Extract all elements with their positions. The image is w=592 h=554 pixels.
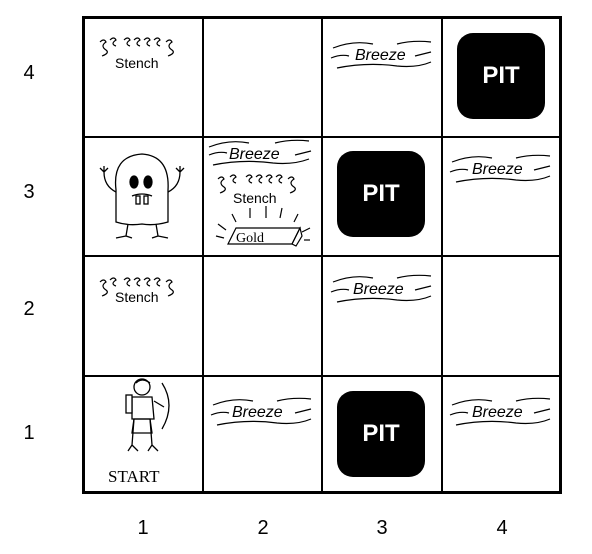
pit-4-4: PIT [457,33,545,119]
cell-1-2[interactable] [84,256,202,375]
gold-bar-icon [215,206,311,247]
agent-archer-icon [125,378,170,452]
grid-line [82,375,562,377]
col-label-3: 3 [376,517,388,539]
breeze-lines-icon [449,154,551,183]
breeze-lines-icon [330,274,432,303]
breeze-lines-icon [330,40,432,69]
grid-line [82,255,562,257]
cell-2-4[interactable] [203,18,321,136]
col-label-4: 4 [496,517,508,539]
pit-3-1: PIT [337,391,425,477]
grid-line [82,136,562,138]
breeze-label-4-1: Breeze [472,404,523,421]
breeze-label-2-1: Breeze [232,404,283,421]
col-label-1: 1 [137,517,149,539]
cell-2-2[interactable] [203,256,321,375]
breeze-label-2-3: Breeze [229,146,280,163]
row-label-1: 1 [23,422,35,444]
breeze-label-3-2: Breeze [353,281,404,298]
stench-squiggle-icon [99,277,174,297]
wumpus-monster-icon [99,153,185,239]
stench-label-1-4: Stench [115,55,159,71]
stench-squiggle-icon [217,174,296,194]
stench-label-1-2: Stench [115,289,159,305]
row-label-4: 4 [23,62,35,84]
breeze-lines-icon [449,397,551,426]
breeze-lines-icon [210,397,312,426]
gold-label-2-3: Gold [236,231,264,246]
stench-label-2-3: Stench [233,190,277,206]
row-label-3: 3 [23,181,35,203]
cell-4-2[interactable] [442,256,560,375]
breeze-label-4-3: Breeze [472,161,523,178]
col-label-2: 2 [257,517,269,539]
start-label: START [108,467,160,486]
row-label-2: 2 [23,298,35,320]
stench-squiggle-icon [99,37,174,57]
pit-3-3: PIT [337,151,425,237]
breeze-lines-icon [208,139,312,166]
breeze-label-3-4: Breeze [355,47,406,64]
